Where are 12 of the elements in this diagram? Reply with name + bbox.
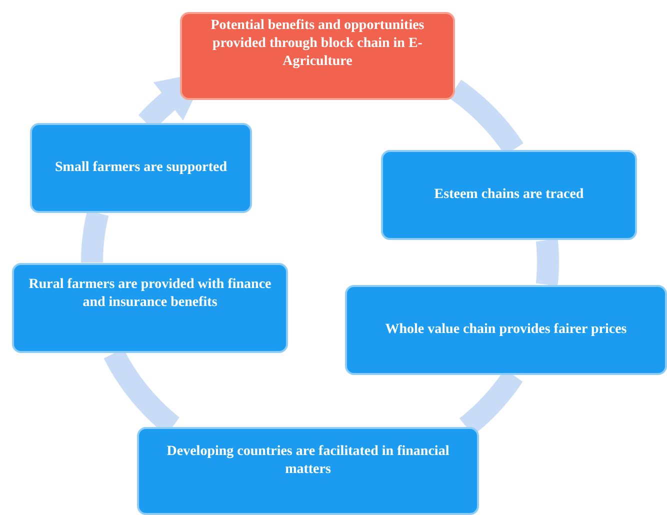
benefit-box [30,123,252,213]
box-text: Developing countries are facilitated in financial matters [166,442,450,479]
box-text: Esteem chains are traced [434,186,584,204]
box-text: Rural farmers are provided with finance and insurance benefits [28,276,272,312]
box-text: Potential benefits and opportunities provided through block chain in E-Agriculture [210,16,426,72]
benefit-box [137,427,479,515]
title-box [180,12,455,100]
box-text: Small farmers are supported [55,158,227,177]
benefit-box [345,285,667,375]
benefit-box [381,150,637,240]
box-text: Whole value chain provides fairer prices [385,320,627,339]
benefit-box [12,263,288,353]
